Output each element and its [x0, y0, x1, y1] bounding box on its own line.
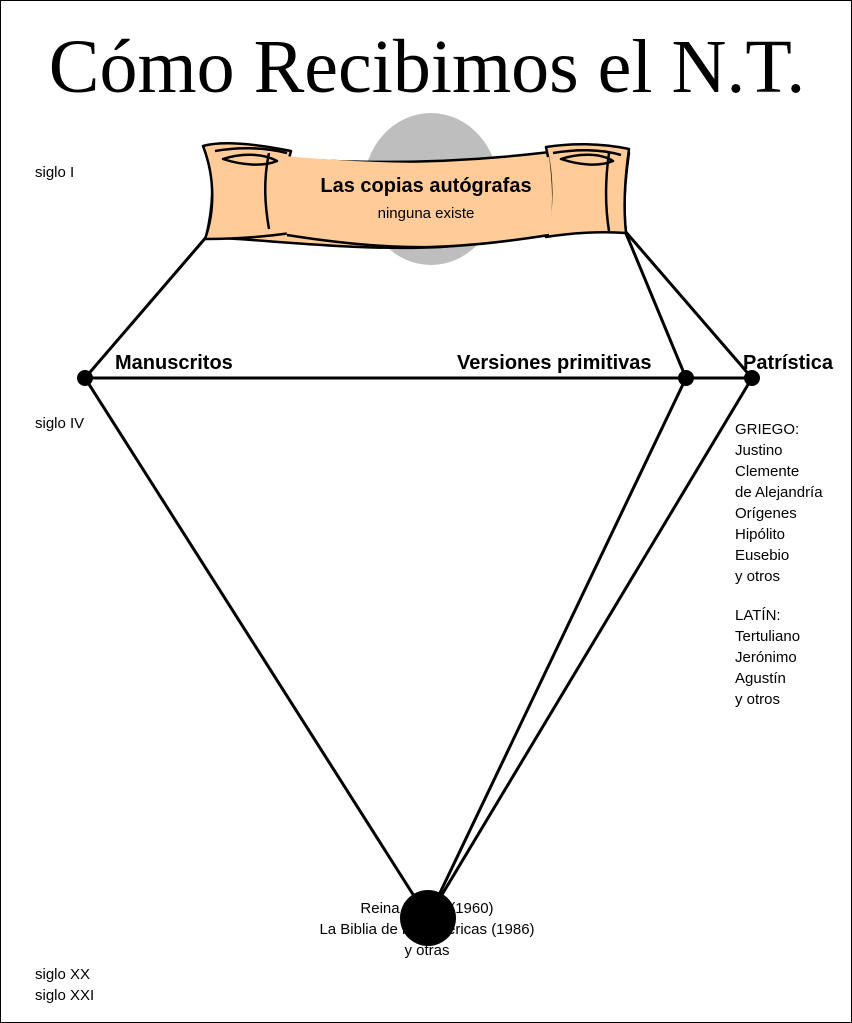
versions-node-dot	[678, 370, 694, 386]
era-label-twentieth-century: siglo XX	[35, 966, 90, 983]
translation-item: La Biblia de las Américas (1986)	[277, 919, 577, 940]
latin-father: Agustín	[735, 668, 823, 689]
latin-father: Tertuliano	[735, 626, 823, 647]
patristics-label: Patrística	[743, 352, 833, 375]
greek-father: Clemente	[735, 461, 823, 482]
modern-translations-list: Reina Valera (1960) La Biblia de las Amé…	[277, 898, 577, 961]
versions-label: Versiones primitivas	[457, 352, 652, 375]
greek-father: Eusebio	[735, 545, 823, 566]
line-manuscripts-to-translations	[85, 378, 428, 918]
era-label-fourth-century: siglo IV	[35, 415, 84, 432]
greek-father: y otros	[735, 566, 823, 587]
era-label-twentyfirst-century: siglo XXI	[35, 987, 94, 1004]
latin-father: y otros	[735, 689, 823, 710]
translation-item: y otras	[277, 940, 577, 961]
latin-father: Jerónimo	[735, 647, 823, 668]
era-label-first-century: siglo I	[35, 164, 74, 181]
page-title: Cómo Recibimos el N.T.	[1, 29, 852, 105]
latin-heading: LATÍN:	[735, 605, 823, 626]
manuscripts-node-dot	[77, 370, 93, 386]
manuscripts-label: Manuscritos	[115, 352, 233, 375]
line-patristics-to-translations	[428, 378, 752, 918]
greek-father: Hipólito	[735, 524, 823, 545]
scroll-heading: Las copias autógrafas	[291, 175, 561, 198]
line-versions-to-translations	[428, 378, 686, 918]
greek-father: de Alejandría	[735, 482, 823, 503]
translation-item: Reina Valera (1960)	[277, 898, 577, 919]
greek-heading: GRIEGO:	[735, 419, 823, 440]
greek-father: Orígenes	[735, 503, 823, 524]
scroll-subheading: ninguna existe	[291, 205, 561, 222]
connector-lines	[85, 231, 752, 918]
church-fathers-list: GRIEGO: Justino Clemente de Alejandría O…	[735, 419, 823, 710]
greek-father: Justino	[735, 440, 823, 461]
